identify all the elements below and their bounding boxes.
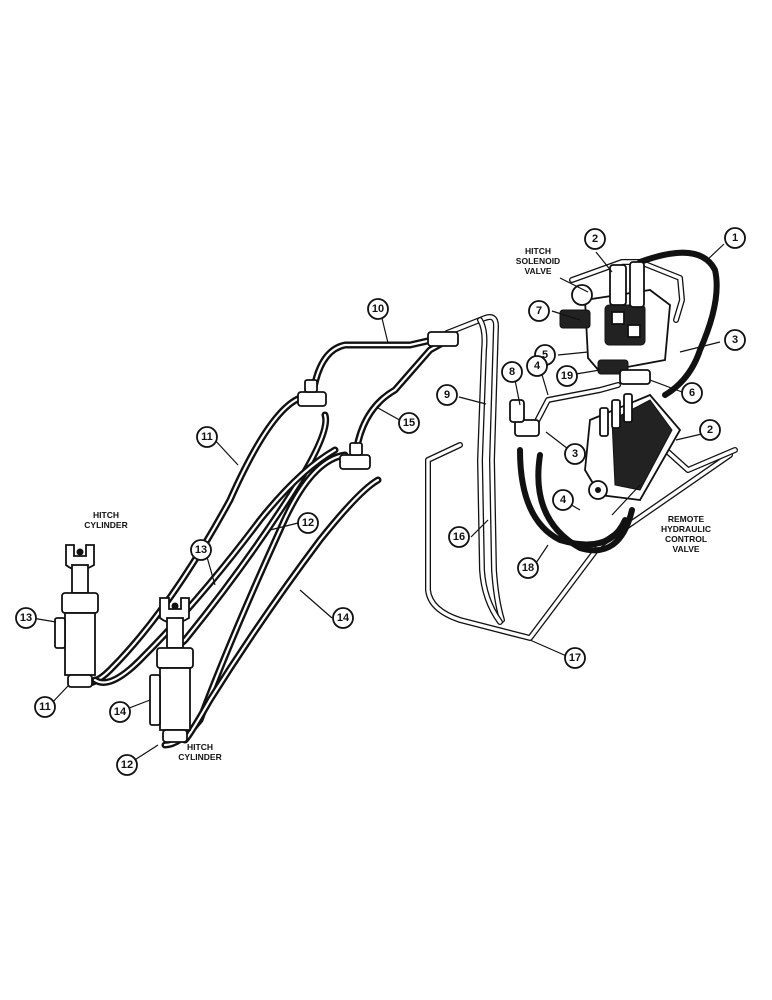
svg-text:13: 13 xyxy=(20,612,32,624)
callout-12-bottom: 12 xyxy=(116,754,138,776)
svg-text:REMOTE: REMOTE xyxy=(668,514,705,524)
svg-text:6: 6 xyxy=(689,387,695,399)
svg-text:3: 3 xyxy=(572,448,578,460)
callout-11-top: 11 xyxy=(196,426,218,448)
callout-10: 10 xyxy=(367,298,389,320)
svg-text:HYDRAULIC: HYDRAULIC xyxy=(661,524,711,534)
svg-text:7: 7 xyxy=(536,305,542,317)
svg-text:9: 9 xyxy=(444,389,450,401)
callout-4-mid: 4 xyxy=(552,489,574,511)
svg-text:13: 13 xyxy=(195,544,207,556)
hitch-cylinder-left xyxy=(54,544,99,688)
hoses xyxy=(71,249,720,749)
svg-text:1: 1 xyxy=(732,232,738,244)
callout-6: 6 xyxy=(681,382,703,404)
svg-text:2: 2 xyxy=(592,233,598,245)
svg-text:2: 2 xyxy=(707,424,713,436)
svg-text:14: 14 xyxy=(337,612,350,624)
callout-4-top: 4 xyxy=(526,355,548,377)
svg-text:18: 18 xyxy=(522,562,534,574)
svg-text:4: 4 xyxy=(560,494,567,506)
callout-11-bottom: 11 xyxy=(34,696,56,718)
callout-8: 8 xyxy=(501,361,523,383)
tee-fittings xyxy=(297,331,540,470)
callout-13-mid: 13 xyxy=(190,539,212,561)
svg-text:15: 15 xyxy=(403,417,415,429)
callout-2-top: 2 xyxy=(584,228,606,250)
callout-17: 17 xyxy=(564,647,586,669)
callout-13-left: 13 xyxy=(15,607,37,629)
svg-text:VALVE: VALVE xyxy=(524,266,551,276)
label-hitch-cylinder-right: HITCH CYLINDER xyxy=(178,742,221,762)
hitch-cylinder-right xyxy=(149,597,194,743)
label-hitch-cylinder-left: HITCH CYLINDER xyxy=(84,510,127,530)
callout-14-bottom: 14 xyxy=(109,701,131,723)
svg-text:17: 17 xyxy=(569,652,581,664)
svg-text:CYLINDER: CYLINDER xyxy=(84,520,127,530)
svg-text:11: 11 xyxy=(39,701,51,713)
remote-hydraulic-control-valve xyxy=(584,393,682,501)
svg-text:5: 5 xyxy=(542,349,548,361)
svg-text:CONTROL: CONTROL xyxy=(665,534,707,544)
svg-text:8: 8 xyxy=(509,366,515,378)
svg-text:11: 11 xyxy=(201,431,213,443)
label-hitch-solenoid-valve: HITCH SOLENOID VALVE xyxy=(516,246,560,276)
callout-18: 18 xyxy=(517,557,539,579)
svg-text:10: 10 xyxy=(372,303,384,315)
svg-text:14: 14 xyxy=(114,706,127,718)
svg-text:12: 12 xyxy=(302,517,314,529)
svg-text:SOLENOID: SOLENOID xyxy=(516,256,560,266)
callout-12-top: 12 xyxy=(297,512,319,534)
svg-text:HITCH: HITCH xyxy=(525,246,551,256)
svg-text:4: 4 xyxy=(534,360,541,372)
callout-16: 16 xyxy=(448,526,470,548)
svg-text:HITCH: HITCH xyxy=(187,742,213,752)
svg-text:HITCH: HITCH xyxy=(93,510,119,520)
svg-text:VALVE: VALVE xyxy=(672,544,699,554)
svg-text:19: 19 xyxy=(561,370,573,382)
callout-3-right: 3 xyxy=(724,329,746,351)
callout-2-right: 2 xyxy=(699,419,721,441)
label-remote-control-valve: REMOTE HYDRAULIC CONTROL VALVE xyxy=(661,514,711,554)
callout-9: 9 xyxy=(436,384,458,406)
callout-14-right: 14 xyxy=(332,607,354,629)
leader-lines xyxy=(31,243,725,764)
callout-3-mid: 3 xyxy=(564,443,586,465)
callout-15: 15 xyxy=(398,412,420,434)
svg-text:3: 3 xyxy=(732,334,738,346)
callout-19: 19 xyxy=(556,365,578,387)
hitch-solenoid-valve xyxy=(559,261,671,385)
svg-text:16: 16 xyxy=(453,531,465,543)
callout-1: 1 xyxy=(724,227,746,249)
callout-7: 7 xyxy=(528,300,550,322)
svg-text:CYLINDER: CYLINDER xyxy=(178,752,221,762)
svg-text:12: 12 xyxy=(121,759,133,771)
